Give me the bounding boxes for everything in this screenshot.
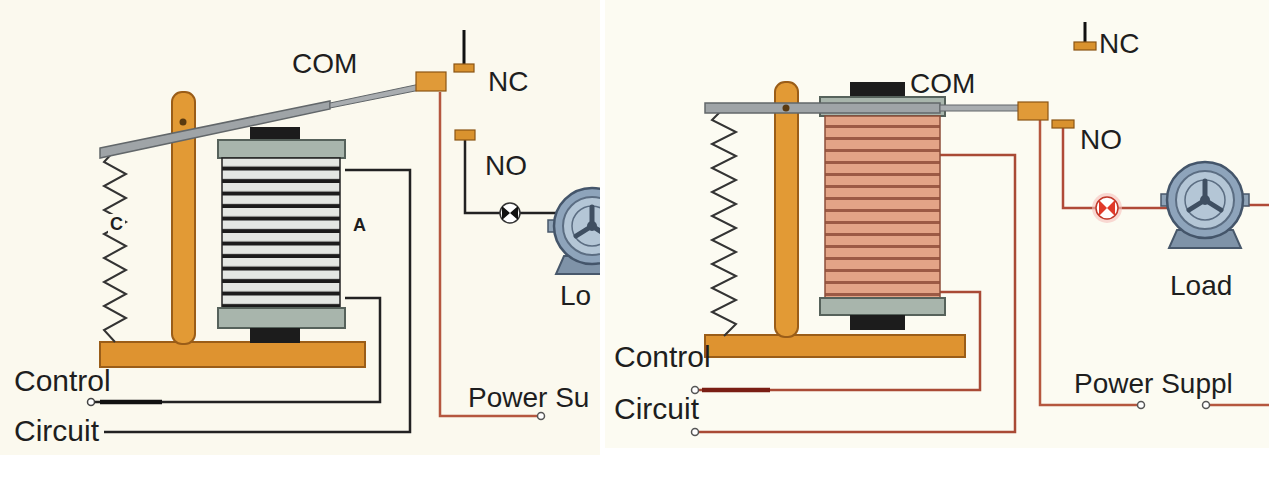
circuit-label: Circuit [14, 416, 99, 446]
circuit-label: Control [614, 342, 711, 372]
part-letter: C [108, 214, 125, 234]
terminal-label: COM [910, 70, 975, 98]
part-letter: A [353, 216, 366, 234]
terminal-label: COM [292, 50, 357, 78]
circuit-label: Control [14, 366, 111, 396]
relay-on [605, 0, 1269, 448]
relay-off [0, 0, 600, 455]
supply-label: Power Su [468, 384, 589, 412]
terminal-label: NC [1099, 30, 1139, 58]
load-label: Lo [560, 282, 591, 310]
terminal-label: NO [1080, 126, 1122, 154]
supply-label: Power Suppl [1074, 370, 1233, 398]
load-label: Load [1170, 272, 1232, 300]
terminal-label: NC [488, 68, 528, 96]
circuit-label: Circuit [614, 394, 699, 424]
terminal-label: NO [485, 152, 527, 180]
